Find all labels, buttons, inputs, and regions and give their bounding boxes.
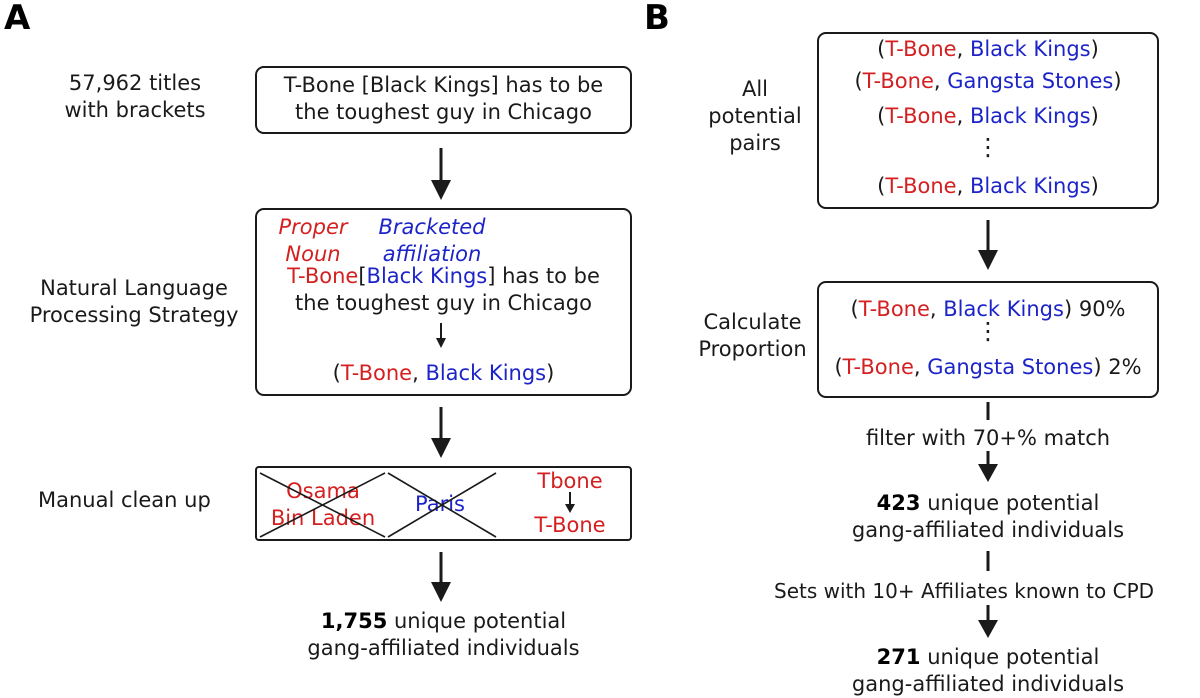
proper-noun-tag: Proper Noun: [268, 214, 358, 268]
example-title-line2: the toughest guy in Chicago: [295, 100, 592, 124]
arrow-pairs-to-proportion: [978, 220, 998, 270]
strike-osama-icon: [259, 472, 386, 538]
proper-noun-tag-line2: Noun: [285, 242, 341, 266]
pair-row-name: T-Bone: [862, 69, 934, 93]
pair-row: (T-Bone, Black Kings): [877, 104, 1099, 128]
pairs-ellipsis: ⋮: [976, 133, 1000, 161]
arrow-filter-to-423: [978, 451, 998, 482]
filter-step-label: filter with 70+% match: [865, 426, 1111, 450]
pair-close-paren: ): [546, 361, 555, 385]
proportion-row: (T-Bone, Black Kings) 90%: [850, 297, 1126, 321]
proportion-row-name: T-Bone: [858, 297, 930, 321]
removed-osama-line1: Osama: [286, 479, 360, 503]
pair-open-paren: (: [332, 361, 341, 385]
nlp-sentence: T-Bone[Black Kings] has to be the toughe…: [255, 263, 632, 317]
nlp-sentence-line2: the toughest guy in Chicago: [295, 291, 592, 315]
proper-noun-tag-line1: Proper: [278, 215, 348, 239]
nlp-box: [255, 208, 632, 396]
all-pairs-line3: pairs: [729, 131, 781, 155]
nlp-label-line1: Natural Language: [40, 276, 228, 300]
nlp-sentence-line1: T-Bone[Black Kings] has to be: [255, 263, 632, 290]
pair-row-name: T-Bone: [885, 104, 957, 128]
sentence-proper-noun: T-Bone: [287, 264, 359, 288]
sentence-open-bracket: [: [358, 264, 367, 288]
panel-a-result-count: 1,755: [320, 609, 388, 633]
pair-row-gang: Black Kings: [969, 174, 1091, 198]
panel-b-final-text1: unique potential: [927, 645, 1100, 669]
panel-b-letter: B: [644, 0, 670, 38]
panel-b-mid-result: 423 unique potential gang-affiliated ind…: [800, 490, 1176, 544]
arrow-sentence-to-pair: [436, 323, 446, 348]
pair-separator: ,: [412, 361, 426, 385]
proportion-ellipsis: ⋮: [976, 317, 1000, 345]
panel-b-final-count: 271: [876, 645, 921, 669]
panel-b-mid-line1: 423 unique potential: [800, 490, 1176, 517]
nlp-strategy-label: Natural Language Processing Strategy: [14, 275, 254, 329]
all-pairs-line2: potential: [708, 104, 802, 128]
nlp-label-line2: Processing Strategy: [29, 303, 239, 327]
bracketed-affiliation-tag: Bracketed affiliation: [362, 214, 502, 268]
all-pairs-line1: All: [741, 77, 769, 101]
all-pairs-label: All potential pairs: [700, 76, 810, 157]
sentence-rest: ] has to be: [487, 264, 600, 288]
titles-count-line2: with brackets: [64, 98, 206, 122]
panel-a-result-line1: 1,755 unique potential: [255, 608, 632, 635]
all-pairs-box: [817, 32, 1159, 209]
fix-from-text: Tbone: [537, 469, 603, 493]
manual-cleanup-label: Manual clean up: [38, 488, 211, 512]
pair-row: (T-Bone, Gangsta Stones): [854, 69, 1122, 93]
pair-row: (T-Bone, Black Kings): [877, 37, 1099, 61]
arrow-tbone-fix: [565, 492, 575, 513]
sentence-affiliation: Black Kings: [366, 264, 488, 288]
pair-row: (T-Bone, Black Kings): [877, 174, 1099, 198]
pair-row-gang: Black Kings: [969, 37, 1091, 61]
example-title-text: T-Bone [Black Kings] has to be the tough…: [255, 72, 632, 126]
example-title-box: [255, 66, 632, 134]
pair-row-gang: Gangsta Stones: [947, 69, 1114, 93]
removed-entry-osama: Osama Bin Laden: [262, 478, 384, 532]
panel-b-final-line1: 271 unique potential: [800, 644, 1176, 671]
panel-a-result-text1: unique potential: [394, 609, 567, 633]
pair-row-gang: Black Kings: [969, 104, 1091, 128]
panel-b-mid-text1: unique potential: [927, 491, 1100, 515]
proportion-row-pct: 2%: [1108, 355, 1142, 379]
proportion-row: (T-Bone, Gangsta Stones) 2%: [834, 355, 1142, 379]
panel-a-letter: A: [4, 0, 31, 38]
proportion-row-gang: Gangsta Stones: [927, 355, 1094, 379]
arrow-sets-to-271: [978, 605, 998, 638]
proportion-box: [817, 281, 1159, 398]
panel-b-final-line2: gang-affiliated individuals: [851, 672, 1125, 696]
strike-paris-icon: [387, 472, 497, 538]
proportion-row-name: T-Bone: [842, 355, 914, 379]
bracketed-tag-line1: Bracketed: [378, 215, 486, 239]
arrow-step2-to-step3: [431, 407, 451, 458]
panel-b-final-result: 271 unique potential gang-affiliated ind…: [800, 644, 1176, 698]
example-title-line1: T-Bone [Black Kings] has to be: [283, 73, 604, 97]
fix-to-text: T-Bone: [534, 513, 606, 537]
pair-row-name: T-Bone: [885, 37, 957, 61]
removed-osama-line2: Bin Laden: [270, 506, 376, 530]
titles-count-line1: 57,962 titles: [68, 71, 202, 95]
arrow-step3-to-result: [431, 552, 451, 602]
calc-label-line2: Proportion: [698, 337, 807, 361]
calc-label-line1: Calculate: [703, 310, 802, 334]
panel-a-result-line2: gang-affiliated individuals: [307, 636, 580, 660]
pair-row-name: T-Bone: [885, 174, 957, 198]
sets-filter-label: Sets with 10+ Affiliates known to CPD: [774, 579, 1155, 603]
proportion-row-gang: Black Kings: [943, 297, 1064, 321]
panel-a-result: 1,755 unique potential gang-affiliated i…: [255, 608, 632, 662]
panel-b-mid-count: 423: [876, 491, 921, 515]
bracketed-tag-line2: affiliation: [382, 242, 482, 266]
arrow-step1-to-step2: [431, 148, 451, 200]
panel-b-mid-line2: gang-affiliated individuals: [851, 518, 1125, 542]
calculate-proportion-label: Calculate Proportion: [690, 309, 815, 363]
pair-gang: Black Kings: [425, 361, 547, 385]
pair-name: T-Bone: [340, 361, 413, 385]
nlp-extracted-pair: (T-Bone, Black Kings): [255, 360, 632, 387]
titles-count-label: 57,962 titles with brackets: [50, 70, 220, 124]
proportion-row-pct: 90%: [1078, 297, 1126, 321]
